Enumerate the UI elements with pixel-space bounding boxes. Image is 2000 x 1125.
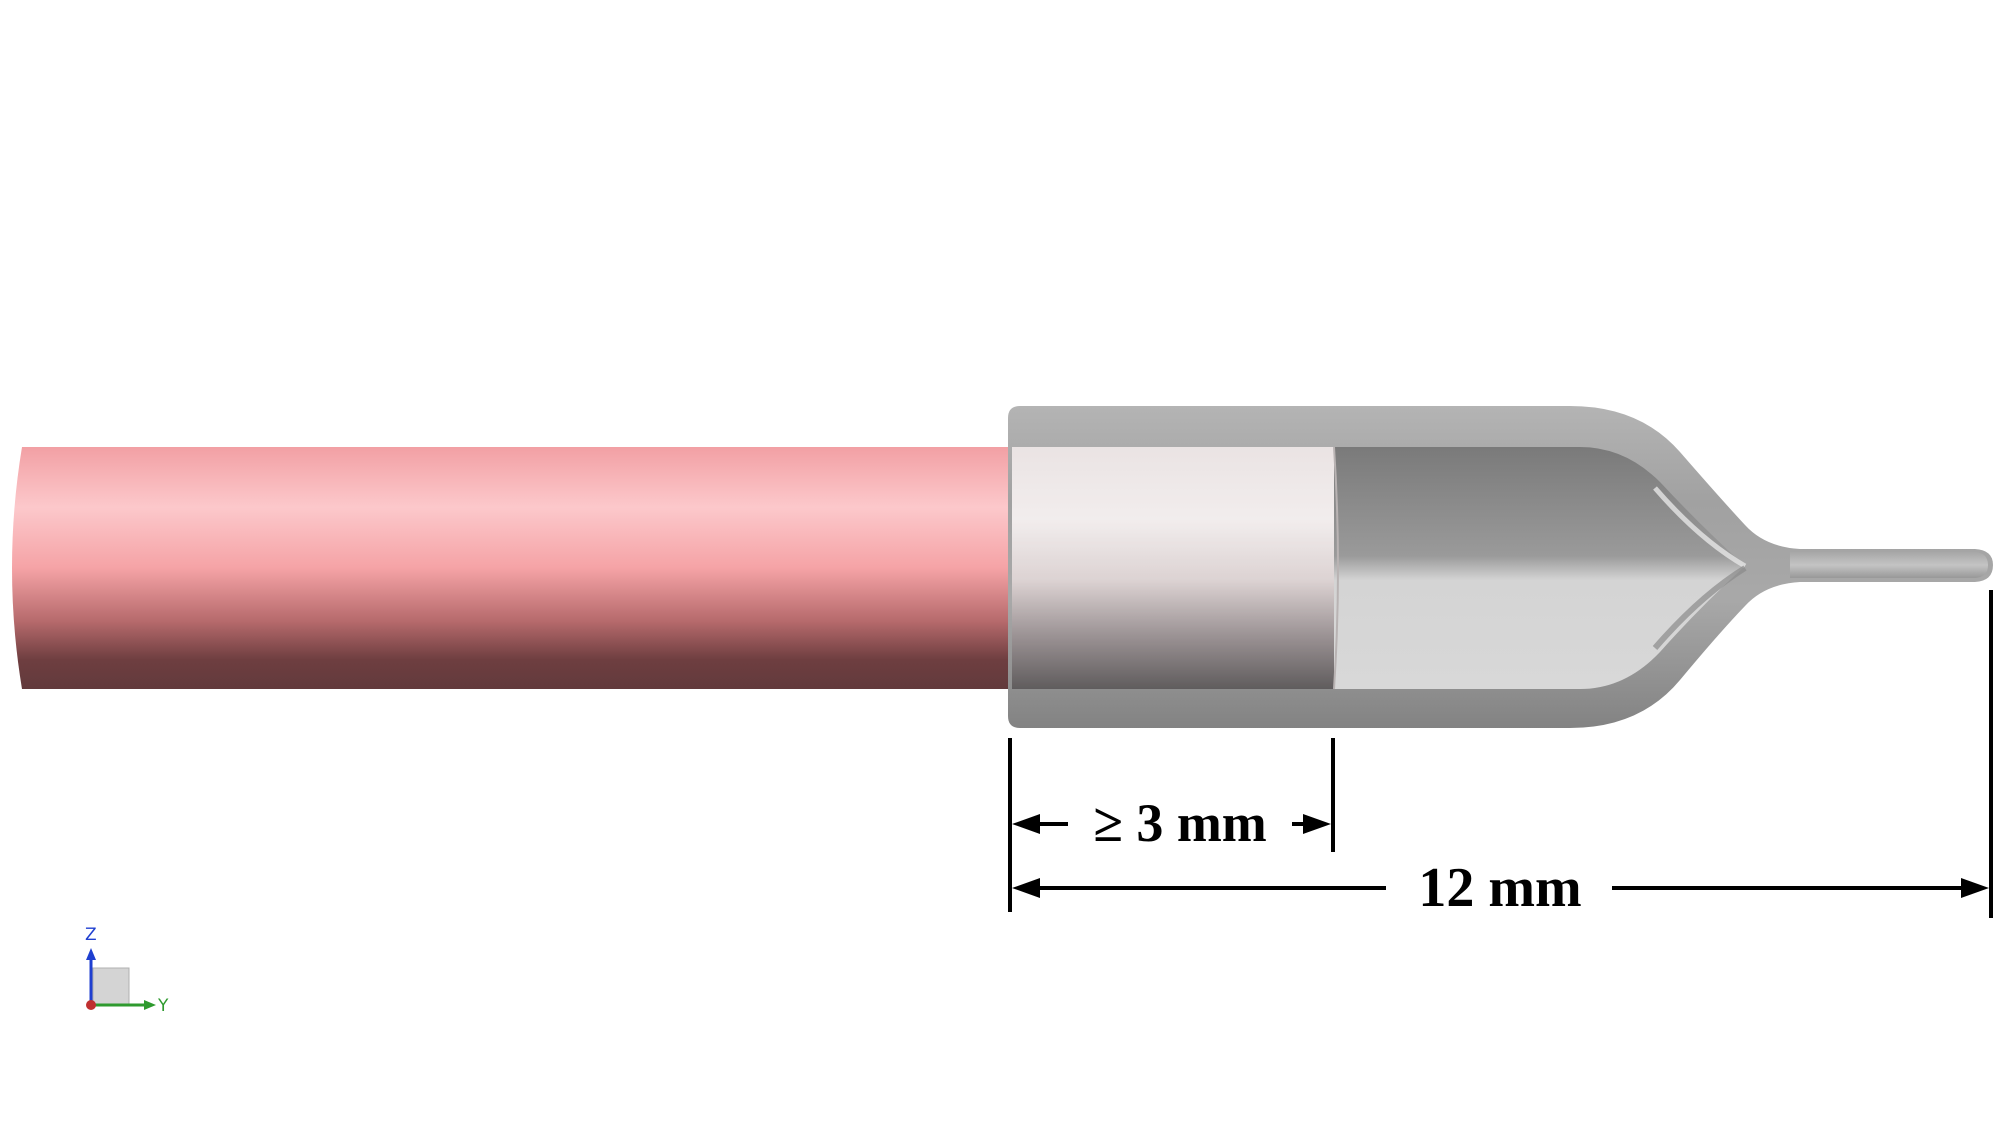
x-axis-marker [86,1000,96,1010]
dimension-arrowheads [1012,814,1989,898]
arrowhead-total-right [1961,878,1989,898]
z-axis-label: Z [85,925,97,945]
y-axis-label: Y [157,996,169,1016]
insertion-depth-label: ≥ 3 mm [1093,793,1267,853]
axis-triad: Z Y [85,925,169,1016]
z-axis-arrow [86,948,96,960]
arrowhead-insertion-right [1303,814,1331,834]
pink-cylinder [12,447,1008,689]
arrowhead-insertion-left [1012,814,1040,834]
y-axis-arrow [144,1000,156,1010]
total-length-label: 12 mm [1418,857,1581,919]
arrowhead-total-left [1012,878,1040,898]
ferrule-cap [1008,406,1993,728]
dimension-lines [1008,590,1993,918]
triad-cube [92,967,130,1005]
